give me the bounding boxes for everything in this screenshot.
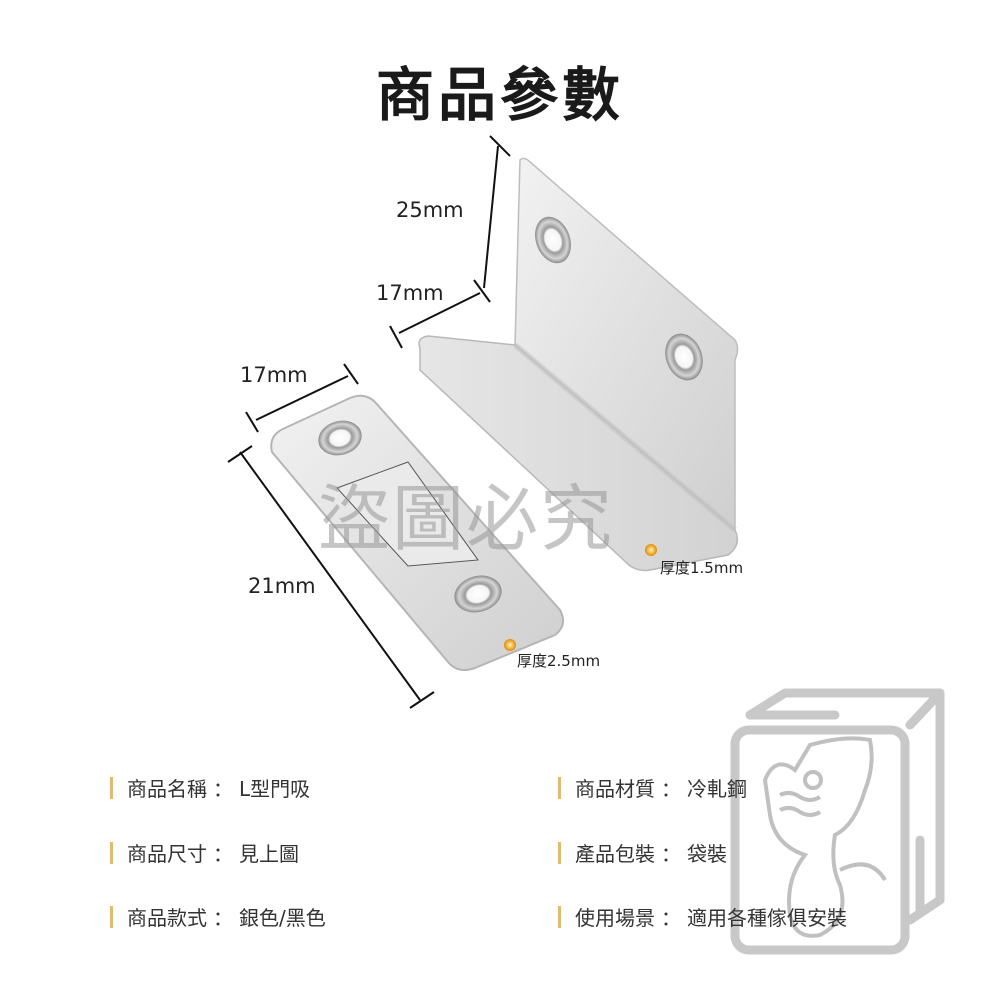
accent-bar [558,905,561,928]
spec-label: 商品名稱 [127,777,207,801]
page-title: 商品參數 [375,61,624,129]
dimension-lines [227,135,511,709]
accent-bar [558,841,561,864]
spec-value: 銀色/黑色 [239,906,326,930]
accent-bar [558,776,561,799]
spec-label: 商品款式 [127,906,207,930]
accent-bar [110,776,113,799]
spec-label: 使用場景 [575,906,655,930]
plate-thickness-label: 厚度2.5mm [517,652,601,670]
spec-item-material: 商品材質：冷軋鋼 [558,773,747,802]
spec-label: 商品尺寸 [127,842,207,866]
dim-plate-width: 17mm [240,363,308,387]
dim-bracket-height: 25mm [396,198,464,222]
spec-item-name: 商品名稱：L型門吸 [110,773,310,802]
spec-value: 冷軋鋼 [687,777,747,801]
separator: ： [213,842,233,866]
accent-bar [110,841,113,864]
thickness-marker-plate [504,639,516,651]
spec-item-size: 商品尺寸：見上圖 [110,838,299,867]
spec-item-style: 商品款式：銀色/黑色 [110,902,326,931]
separator: ： [661,842,681,866]
brand-logo-icon [730,688,945,955]
spec-item-packaging: 產品包裝：袋裝 [558,838,727,867]
spec-value: 見上圖 [239,842,299,866]
bracket-thickness-label: 厚度1.5mm [660,559,744,577]
spec-item-usage: 使用場景：適用各種傢俱安裝 [558,902,847,931]
spec-value: 袋裝 [687,842,727,866]
separator: ： [661,777,681,801]
separator: ： [213,906,233,930]
dim-plate-length: 21mm [248,574,316,598]
flat-plate [270,394,565,671]
spec-value: L型門吸 [239,777,311,801]
dim-bracket-width: 17mm [376,281,444,305]
separator: ： [661,906,681,930]
accent-bar [110,905,113,928]
spec-label: 商品材質 [575,777,655,801]
l-bracket [418,157,739,572]
thickness-marker-bracket [645,544,657,556]
watermark-text: 盜圖必究 [318,477,615,561]
spec-value: 適用各種傢俱安裝 [687,906,847,930]
separator: ： [213,777,233,801]
spec-label: 產品包裝 [575,842,655,866]
